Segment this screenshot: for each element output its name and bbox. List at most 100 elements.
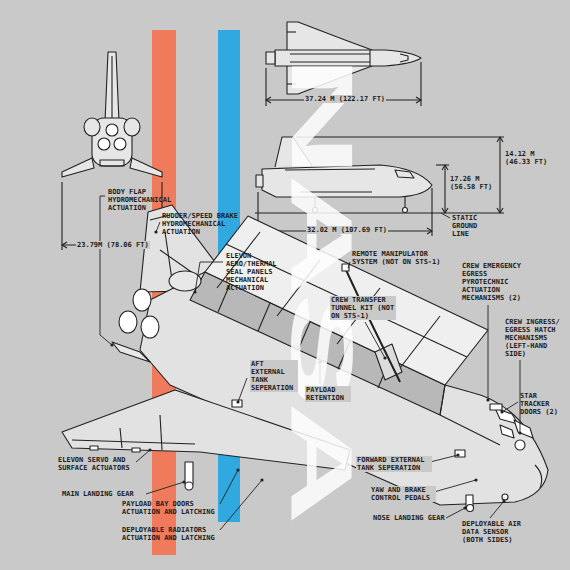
- cutaway-shuttle: [502, 494, 508, 500]
- top-view: [275, 50, 421, 66]
- cutaway-shuttle: [140, 272, 548, 505]
- part-label: NOSE LANDING GEAR: [372, 514, 446, 522]
- top-view: [287, 22, 372, 94]
- leader-dots: [148, 448, 151, 451]
- cutaway-shuttle: [141, 316, 159, 338]
- leader-lines: [365, 322, 385, 358]
- cutaway-shuttle: [205, 216, 488, 385]
- side-dimensions: [296, 136, 504, 137]
- leader-dots: [500, 410, 503, 413]
- part-label: ELEVON AERO/THERMAL SEAL PANELS MECHANIC…: [226, 252, 282, 292]
- leader-lines: [441, 213, 450, 218]
- cutaway-shuttle: [169, 271, 201, 291]
- rear-view: [98, 138, 110, 150]
- leader-dots: [383, 356, 386, 359]
- top-view: [369, 50, 370, 66]
- side-dimensions: [442, 165, 448, 170]
- cutaway-shuttle: [342, 264, 349, 271]
- cutaway-shuttle: [338, 341, 350, 369]
- width-dimension: [61, 182, 62, 250]
- part-label: CREW TRANSFER TUNNEL KIT (NOT ON STS-1): [330, 296, 396, 320]
- length-dimension: [266, 62, 421, 106]
- cutaway-shuttle: [440, 385, 445, 415]
- leader-dots: [518, 431, 521, 434]
- rear-view: [130, 158, 162, 177]
- cutaway-shuttle: [119, 311, 137, 333]
- leader-lines: [195, 262, 223, 292]
- rear-view: [111, 56, 112, 118]
- dimension: 23.79M (78.06 FT): [76, 241, 150, 249]
- side-dimensions: [436, 164, 449, 165]
- side-view: [300, 191, 372, 192]
- part-label: CREW INGRESS/ EGRESS HATCH MECHANISMS (L…: [505, 318, 565, 358]
- cutaway-shuttle: [62, 205, 548, 512]
- cutaway-shuttle: [185, 462, 193, 484]
- leader-dots: [182, 480, 185, 483]
- cutaway-shuttle: [90, 446, 98, 450]
- cutaway-shuttle: [120, 428, 122, 448]
- rear-view: [62, 52, 162, 177]
- part-label: RUDDER/SPEED BRAKE HYDROMECHANICAL ACTUA…: [162, 212, 242, 236]
- top-view: [290, 61, 370, 62]
- dimension: 37.24 M (122.17 FT): [304, 95, 386, 103]
- cutaway-shuttle: [515, 440, 525, 450]
- leader-lines: [430, 455, 458, 462]
- leader-dots: [110, 343, 113, 346]
- length-dimension: [416, 97, 421, 103]
- leader-dots: [502, 499, 505, 502]
- cutaway-shuttle: [397, 316, 440, 372]
- top-view: [287, 83, 296, 84]
- rear-view: [105, 52, 119, 122]
- top-view: [266, 22, 421, 94]
- leader-lines: [220, 470, 238, 504]
- leader-lines: [348, 262, 350, 268]
- dimension: 32.02 M (107.69 FT): [306, 226, 388, 234]
- cutaway-shuttle: [298, 322, 310, 350]
- cutaway-shuttle: [72, 440, 195, 444]
- part-label: ELEVON SERVO AND SURFACE ACTUATORS: [58, 456, 136, 472]
- cutaway-shuttle: [535, 465, 542, 488]
- leader-lines: [100, 196, 112, 345]
- part-label: FORWARD EXTERNAL TANK SEPERATION: [356, 456, 432, 472]
- leader-lines: [238, 378, 247, 402]
- leader-dots: [318, 360, 321, 363]
- side-view: [262, 165, 432, 197]
- part-label: CREW EMERGENCY EGRESS PYROTECHNIC ACTUAT…: [462, 262, 526, 302]
- leader-dots: [260, 478, 263, 481]
- leader-dots: [154, 230, 157, 233]
- side-view: [275, 137, 312, 167]
- rear-view: [62, 158, 94, 177]
- leader-lines: [502, 402, 518, 412]
- cutaway-shuttle: [112, 342, 150, 362]
- leader-dots: [474, 478, 477, 481]
- leader-lines: [146, 482, 184, 494]
- cutaway-shuttle: [346, 270, 400, 382]
- dimension: 17.26 M (56.58 FT): [450, 175, 496, 191]
- cutaway-shuttle: [185, 482, 193, 490]
- part-label: AFT EXTERNAL TANK SEPERATION: [250, 360, 298, 392]
- cutaway-shuttle: [165, 232, 172, 280]
- side-view: [313, 208, 318, 213]
- top-view: [287, 31, 296, 32]
- leader-dots: [110, 230, 521, 509]
- cutaway-shuttle: [258, 303, 270, 331]
- cutaway-shuttle: [467, 505, 474, 512]
- cutaway-shuttle: [440, 415, 500, 445]
- cutaway-shuttle: [514, 420, 533, 438]
- leader-dots: [456, 453, 459, 456]
- part-label: REMOTE MANIPULATOR SYSTEM (NOT ON STS-1): [352, 250, 446, 266]
- side-dimensions: [427, 228, 432, 234]
- cutaway-shuttle: [277, 260, 320, 316]
- leader-lines: [156, 222, 160, 232]
- leader-dots: [193, 290, 196, 293]
- length-dimension: [266, 97, 271, 103]
- cutaway-shuttle: [160, 415, 162, 450]
- rear-view: [84, 118, 100, 136]
- leader-lines: [434, 480, 476, 492]
- cutaway-shuttle: [133, 289, 151, 311]
- cutaway-shuttle: [375, 344, 402, 380]
- cutaway-shuttle: [500, 425, 514, 438]
- part-label: YAW AND BRAKE CONTROL PEDALS: [370, 486, 436, 502]
- part-label: DEPLOYABLE AIR DATA SENSOR (BOTH SIDES): [462, 520, 530, 544]
- part-label: DEPLOYABLE RADIATORS ACTUATION AND LATCH…: [122, 526, 220, 542]
